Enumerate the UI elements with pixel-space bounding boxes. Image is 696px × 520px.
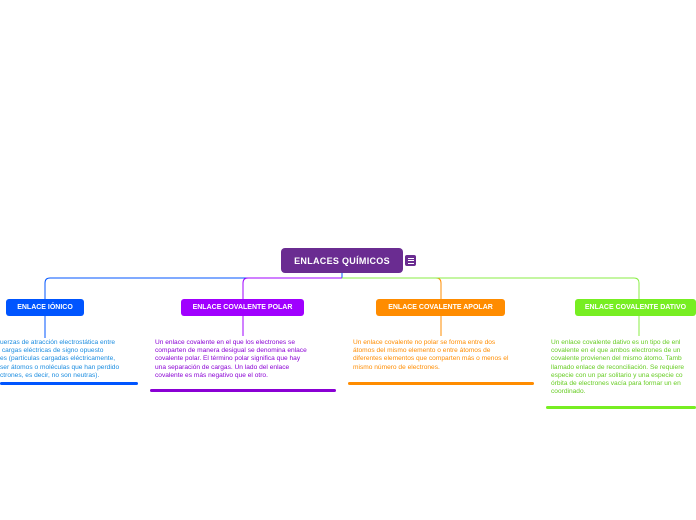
underline-enlace-covalente-dativo <box>546 406 696 409</box>
connector-dativo <box>342 277 640 299</box>
connector-polar <box>242 277 342 299</box>
topic-enlace-ionico[interactable]: ENLACE IÓNICO <box>6 299 84 316</box>
description-enlace-covalente-apolar: Un enlace covalente no polar se forma en… <box>353 339 509 371</box>
notes-icon[interactable] <box>405 255 416 266</box>
root-topic[interactable]: ENLACES QUÍMICOS <box>281 248 403 273</box>
topic-enlace-covalente-apolar[interactable]: ENLACE COVALENTE APOLAR <box>376 299 505 316</box>
description-enlace-covalente-polar: Un enlace covalente en el que los electr… <box>155 339 307 379</box>
description-enlace-covalente-dativo: Un enlace covalente dativo es un tipo de… <box>551 339 685 396</box>
description-enlace-ionico: uerzas de atracción electrostática entre… <box>0 339 120 379</box>
connector-apolar <box>342 277 442 299</box>
connector-ionico <box>44 273 343 299</box>
underline-enlace-ionico <box>0 382 138 385</box>
underline-enlace-covalente-apolar <box>348 382 534 385</box>
topic-enlace-covalente-dativo[interactable]: ENLACE COVALENTE DATIVO <box>575 299 696 316</box>
topic-enlace-covalente-polar[interactable]: ENLACE COVALENTE POLAR <box>181 299 304 316</box>
underline-enlace-covalente-polar <box>150 389 336 392</box>
